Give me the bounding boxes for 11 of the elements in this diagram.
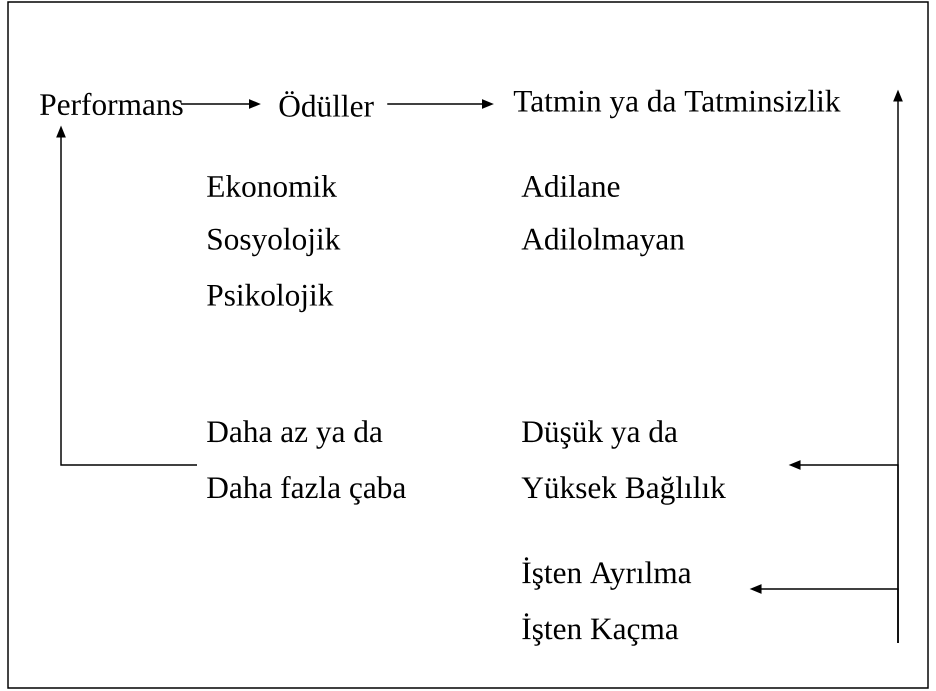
label: Ekonomik [207,174,337,198]
node-text: Düşük ya da Yüksek Bağlılık [522,420,726,505]
label: Sosyolojik [208,228,340,256]
label: Psikolojik [207,284,334,312]
node-text: İşten Ayrılma İşten Kaçma [522,557,692,646]
node-text: Daha az ya da Daha fazla çaba [207,420,406,505]
label: Adilane [522,174,620,198]
node-text: Performans [40,92,183,116]
node-text: Ödüller [280,91,374,117]
node-text: Tatmin ya da Tatminsizlik [514,90,840,118]
label: Adilolmayan [522,228,684,256]
